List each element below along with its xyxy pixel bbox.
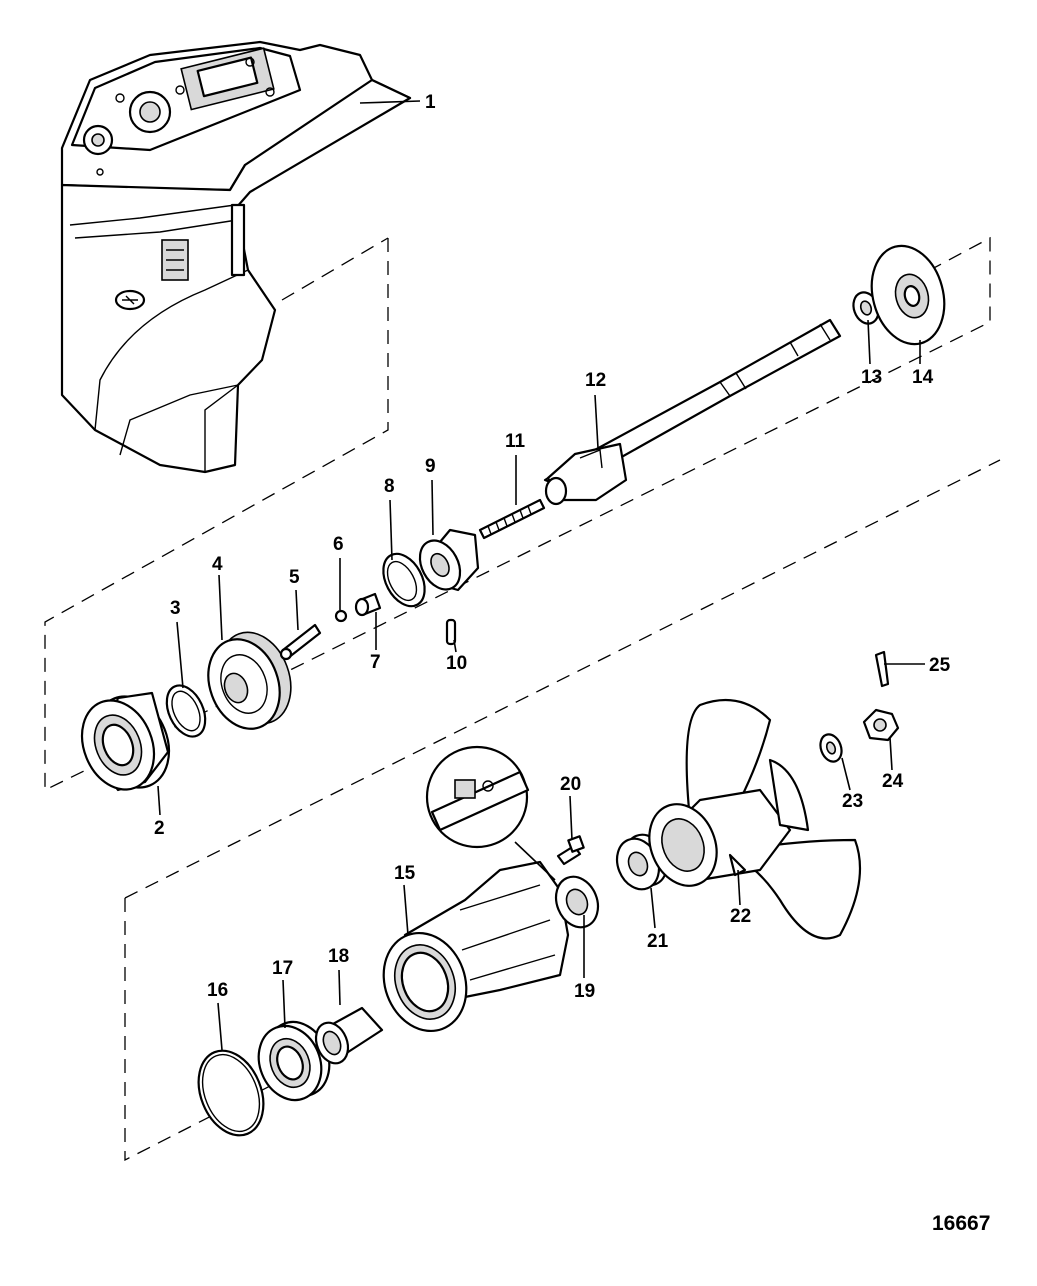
spring-part-11: [478, 498, 546, 540]
seal-part-19: [554, 875, 600, 929]
callout-15: 15: [394, 863, 416, 884]
ring-part-8: [382, 552, 426, 608]
callout-3: 3: [170, 598, 181, 619]
o-ring-part-16: [197, 1049, 265, 1137]
callout-5: 5: [289, 567, 300, 588]
propeller-part-22: [648, 698, 862, 940]
propeller-shaft-part-12: [543, 318, 842, 506]
gear-part-14: [870, 244, 946, 346]
thrust-hub-part-21: [615, 833, 669, 891]
cotter-pin-part-25: [874, 650, 890, 688]
washer-part-23: [819, 733, 843, 763]
bearing-carrier-part-15: [382, 860, 570, 1033]
sleeve-part-7: [354, 592, 382, 617]
bearing-part-2: [80, 691, 171, 792]
callout-4: 4: [212, 554, 223, 575]
shim-ring-part-3: [165, 684, 207, 738]
clutch-part-9: [418, 528, 480, 592]
figure-id: 16667: [932, 1212, 991, 1235]
callout-18: 18: [328, 946, 349, 967]
callout-1: 1: [425, 92, 436, 113]
callout-11: 11: [505, 431, 526, 452]
callout-13: 13: [861, 367, 882, 388]
callout-22: 22: [730, 906, 751, 927]
callout-8: 8: [384, 476, 395, 497]
callout-23: 23: [842, 791, 863, 812]
seal-detail-inset: [425, 745, 556, 881]
callout-19: 19: [574, 981, 595, 1002]
ball-part-6: [334, 609, 348, 623]
callout-25: 25: [929, 655, 951, 676]
bearing-part-17: [257, 1020, 331, 1102]
callout-7: 7: [370, 652, 381, 673]
bevel-gear-part-4: [207, 631, 292, 730]
gear-housing-part: [60, 40, 412, 474]
callout-9: 9: [425, 456, 436, 477]
leader-lines: [157, 100, 925, 1051]
callout-20: 20: [560, 774, 581, 795]
callout-10: 10: [446, 653, 467, 674]
nut-part-24: [862, 708, 900, 742]
callout-12: 12: [585, 370, 606, 391]
callout-2: 2: [154, 818, 165, 839]
callout-6: 6: [333, 534, 344, 555]
needle-bearing-part-18: [314, 1006, 384, 1065]
callout-14: 14: [912, 367, 934, 388]
callout-24: 24: [882, 771, 904, 792]
screw-part-20: [556, 835, 585, 866]
callout-17: 17: [272, 958, 293, 979]
callout-21: 21: [647, 931, 669, 952]
callout-labels: 1 2 3 4 5 6 7 8 9 10 11 12 13 14 15 16 1…: [154, 92, 951, 1002]
pin-part-5: [279, 623, 322, 661]
callout-16: 16: [207, 980, 228, 1001]
cross-pin-part-10: [445, 618, 457, 646]
